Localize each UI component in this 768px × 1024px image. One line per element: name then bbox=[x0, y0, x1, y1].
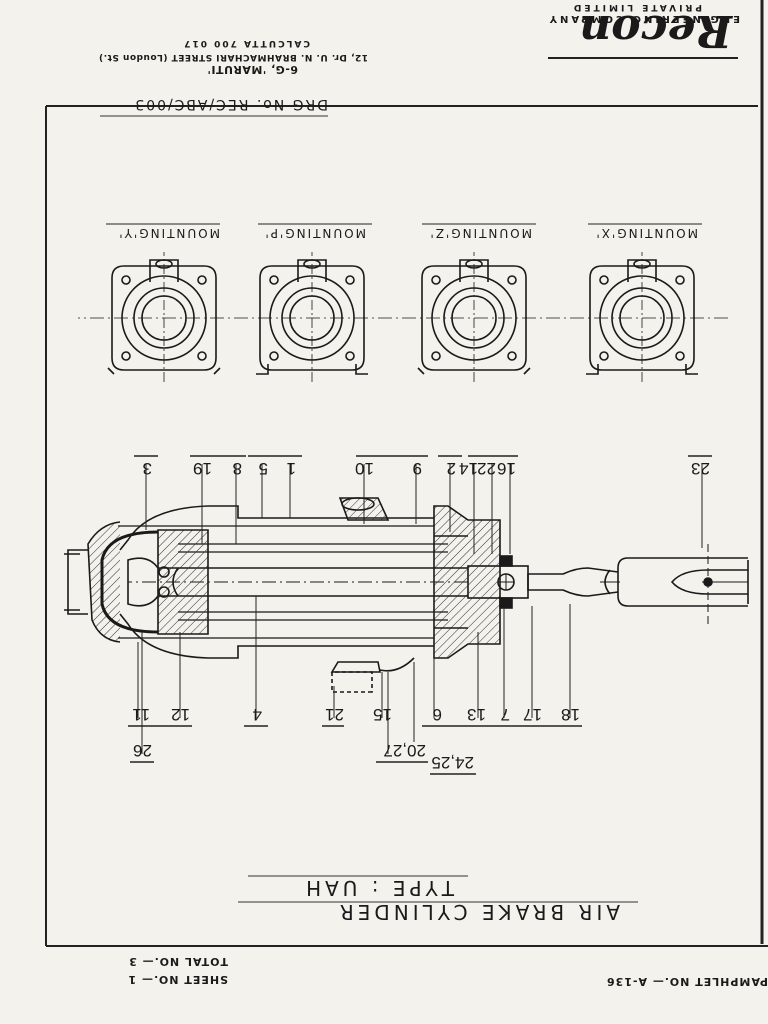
bolt-hole bbox=[197, 351, 207, 361]
part-14: 14 bbox=[459, 459, 478, 478]
company-name: ENGINEERING COMPANY bbox=[546, 13, 740, 24]
mounting-label-x: MOUNTING'X' bbox=[594, 226, 698, 240]
part-4: 4 bbox=[252, 705, 262, 724]
mounting-feet bbox=[107, 367, 221, 375]
bolt-hole bbox=[507, 351, 517, 361]
part-26: 26 bbox=[133, 741, 152, 760]
total-sheets: TOTAL NO.— 3 bbox=[128, 955, 228, 968]
part-10: 10 bbox=[355, 459, 374, 478]
bolt-hole bbox=[431, 275, 441, 285]
part-23: 23 bbox=[691, 459, 710, 478]
mounting-feet bbox=[256, 364, 368, 375]
cylinder-section-view bbox=[64, 497, 749, 693]
part-16: 16 bbox=[497, 459, 516, 478]
bolt-hole bbox=[197, 275, 207, 285]
part-8: 8 bbox=[232, 459, 242, 478]
bolt-hole bbox=[269, 351, 279, 361]
bolt-hole bbox=[599, 351, 609, 361]
part-7: 7 bbox=[500, 705, 510, 724]
part-15: 15 bbox=[373, 705, 392, 724]
mounting-view-1 bbox=[586, 252, 698, 382]
mounting-label-y: MOUNTING'Y' bbox=[117, 226, 220, 240]
bolt-hole bbox=[345, 351, 355, 361]
pamphlet-number: PAMPHLET NO.— A-136 bbox=[606, 975, 768, 988]
bolt-hole bbox=[675, 275, 685, 285]
bolt-hole bbox=[431, 351, 441, 361]
bolt-hole bbox=[507, 275, 517, 285]
mounting-view-2 bbox=[417, 252, 531, 382]
part-11: 11 bbox=[132, 705, 150, 724]
bolt-hole bbox=[121, 351, 131, 361]
mounting-label-p: MOUNTING'P' bbox=[263, 226, 366, 240]
part-21: 21 bbox=[325, 705, 344, 724]
bolt-hole bbox=[599, 275, 609, 285]
flange-outline bbox=[421, 265, 527, 371]
drawing-title: AIR BRAKE CYLINDER bbox=[335, 900, 620, 924]
sheet-number: SHEET NO.— 1 bbox=[127, 973, 228, 986]
mounting-label-z: MOUNTING'Z' bbox=[428, 226, 532, 240]
mounting-view-3 bbox=[256, 252, 368, 382]
address-street: 12, Dr. U. N. BRAHMACHARI STREET (Loudon… bbox=[98, 52, 368, 62]
part-20-27: 20,27 bbox=[383, 741, 426, 760]
flange-outline bbox=[111, 265, 217, 371]
drawing-type: TYPE : UAH bbox=[302, 876, 454, 900]
bolt-hole bbox=[269, 275, 279, 285]
company-type: PRIVATE LIMITED bbox=[570, 2, 702, 12]
part-5: 5 bbox=[258, 459, 268, 478]
part-17: 17 bbox=[523, 705, 542, 724]
part-9: 9 bbox=[412, 459, 422, 478]
part-18: 18 bbox=[561, 705, 580, 724]
address-building: 6-G, 'MARUTI' bbox=[207, 63, 298, 76]
mounting-view-4 bbox=[107, 252, 221, 382]
mounting-feet bbox=[586, 364, 698, 375]
bolt-hole bbox=[121, 275, 131, 285]
part-24-25: 24,25 bbox=[431, 753, 474, 772]
part-22: 22 bbox=[477, 459, 496, 478]
drawing-number: DRG No. REC/ABC/003 bbox=[133, 96, 328, 112]
label-rules-bottom bbox=[128, 725, 582, 775]
bolt-hole bbox=[345, 275, 355, 285]
part-6: 6 bbox=[432, 705, 442, 724]
part-19: 19 bbox=[193, 459, 212, 478]
part-leaders bbox=[137, 464, 703, 754]
part-13: 13 bbox=[467, 705, 486, 724]
part-12: 12 bbox=[171, 705, 190, 724]
part-2: 2 bbox=[446, 459, 456, 478]
part-1: 1 bbox=[286, 459, 296, 478]
mounting-feet bbox=[417, 367, 531, 375]
address-city: CALCUTTA 700 017 bbox=[182, 38, 310, 48]
bolt-hole bbox=[675, 351, 685, 361]
part-3: 3 bbox=[142, 459, 152, 478]
mounting-views bbox=[78, 252, 728, 382]
